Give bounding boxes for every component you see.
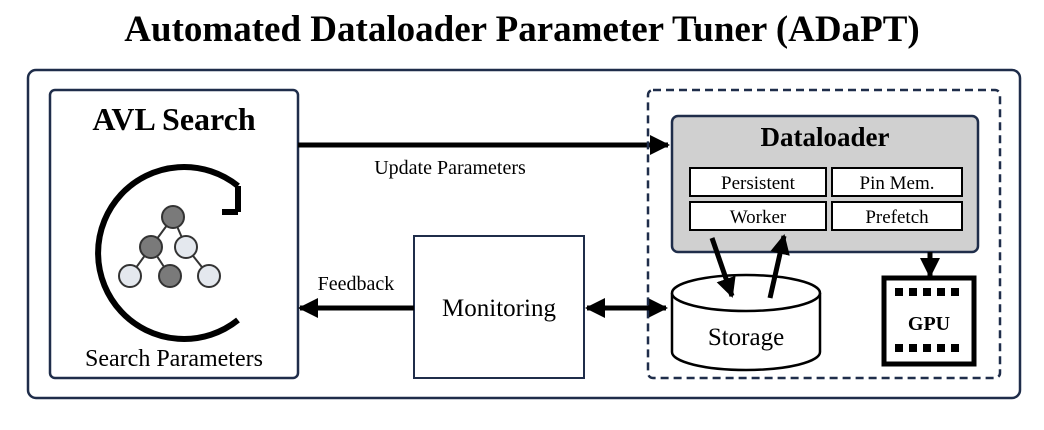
tree-node — [158, 264, 182, 288]
tree-node-root — [161, 205, 185, 229]
tree-node — [118, 264, 142, 288]
gpu-label: GPU — [908, 313, 950, 335]
storage-to-dataloader-arrow — [767, 234, 790, 299]
cylinder-icon — [670, 293, 822, 372]
param-pin-mem: Pin Mem. — [831, 167, 963, 197]
dataloader-box: Dataloader Persistent Pin Mem. Worker Pr… — [670, 114, 980, 254]
monitoring-label: Monitoring — [442, 295, 556, 322]
gpu-chip: GPU — [881, 275, 977, 367]
avl-search-box: AVL Search Search Parameters — [48, 88, 300, 380]
tree-node — [174, 235, 198, 259]
param-prefetch-label: Prefetch — [865, 207, 929, 228]
feedback-arrow: Feedback — [298, 273, 414, 318]
tree-node — [139, 235, 163, 259]
feedback-label: Feedback — [318, 273, 395, 295]
param-prefetch: Prefetch — [831, 201, 963, 231]
param-worker: Worker — [689, 201, 827, 231]
monitoring-box: Monitoring — [413, 235, 585, 379]
update-parameters-label: Update Parameters — [374, 157, 526, 179]
param-worker-label: Worker — [730, 207, 787, 228]
chip-icon — [881, 275, 977, 367]
param-persistent-label: Persistent — [721, 173, 796, 194]
avl-tree-cycle-icon — [95, 164, 241, 342]
update-parameters-arrow: Update Parameters — [298, 135, 670, 179]
search-parameters-caption: Search Parameters — [85, 346, 263, 372]
storage-cylinder: Storage — [670, 273, 822, 372]
storage-label: Storage — [708, 324, 784, 351]
param-pin-mem-label: Pin Mem. — [860, 173, 935, 194]
outer-frame — [26, 68, 1022, 400]
diagram-title: Automated Dataloader Parameter Tuner (AD… — [124, 9, 920, 50]
param-persistent: Persistent — [689, 167, 827, 197]
dataloader-to-storage-arrow — [709, 237, 736, 298]
avl-search-title: AVL Search — [92, 101, 256, 137]
tree-node — [197, 264, 221, 288]
system-dashed-frame — [646, 88, 1002, 380]
dataloader-title: Dataloader — [761, 122, 890, 152]
